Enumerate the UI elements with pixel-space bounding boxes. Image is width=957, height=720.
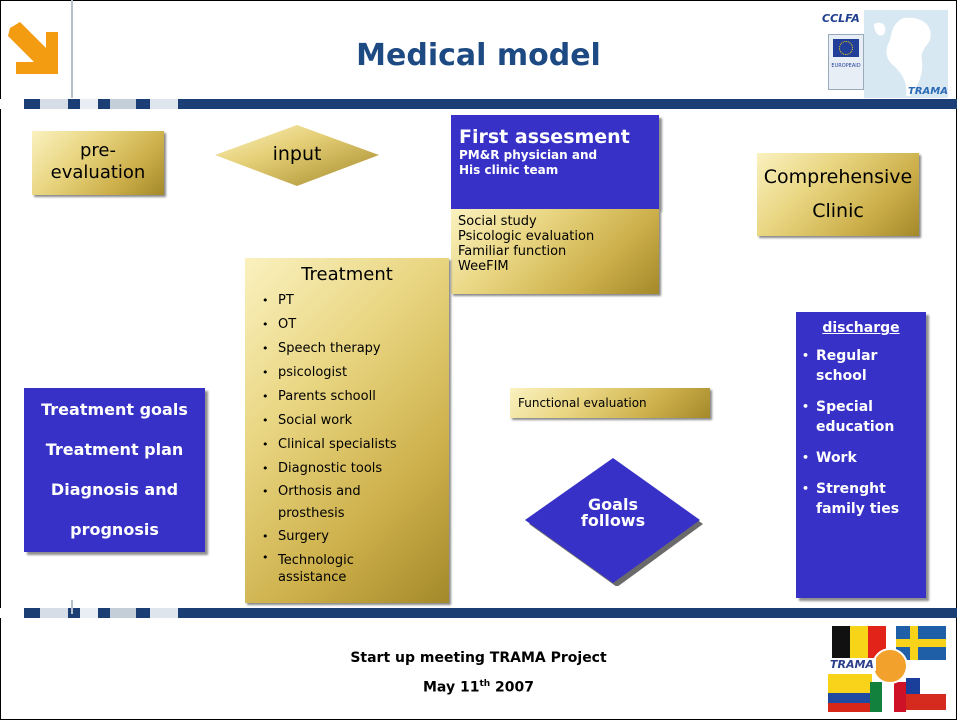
goals-follows-line-2: follows xyxy=(580,511,646,530)
eu-logo: EUROPEAID xyxy=(828,34,864,90)
treatment-item: psicologist xyxy=(262,361,449,385)
discharge-list: Regular school Special education Work St… xyxy=(796,346,926,519)
first-assessment-line-1: PM&R physician and xyxy=(459,148,598,162)
social-item: WeeFIM xyxy=(458,259,509,274)
goals-follows-line-1: Goals xyxy=(588,495,638,514)
mexico-flag-icon xyxy=(870,682,906,712)
chile-flag-icon xyxy=(906,678,946,710)
globe-icon xyxy=(872,648,908,684)
logo-text-cclfa: CCLFA xyxy=(822,12,860,25)
first-assessment-title: First assesment xyxy=(459,126,630,148)
functional-evaluation-box: Functional evaluation xyxy=(510,388,710,418)
treatment-item-line: Technologic xyxy=(278,553,354,568)
goals-line: Diagnosis and xyxy=(50,480,179,499)
treatment-title: Treatment xyxy=(301,264,393,285)
header-divider xyxy=(71,0,73,98)
footer-divider xyxy=(71,600,73,614)
logo-text-europeaid: EUROPEAID xyxy=(831,63,861,69)
discharge-item-line: Regular xyxy=(816,348,878,364)
slide-title: Medical model xyxy=(356,38,601,73)
treatment-item: Clinical specialists xyxy=(262,433,449,457)
treatment-item: PT xyxy=(262,289,449,313)
treatment-box: Treatment PT OT Speech therapy psicologi… xyxy=(245,258,449,603)
first-assessment-line-2: His clinic team xyxy=(459,163,559,177)
discharge-item-line: family ties xyxy=(816,501,900,517)
treatment-item: Social work xyxy=(262,409,449,433)
discharge-title: discharge xyxy=(822,320,900,336)
treatment-item-line: prosthesis xyxy=(278,506,345,521)
discharge-item-line: education xyxy=(816,419,895,435)
footer-date-year: 2007 xyxy=(490,679,534,696)
eu-flag-icon xyxy=(833,39,859,57)
treatment-item: Diagnostic tools xyxy=(262,457,449,481)
input-diamond xyxy=(215,125,379,186)
goals-follows-label: Goals follows xyxy=(522,497,704,529)
discharge-box: discharge Regular school Special educati… xyxy=(796,312,926,598)
treatment-item: Orthosis and prosthesis xyxy=(262,481,449,525)
pre-evaluation-line-1: pre- xyxy=(80,140,116,161)
social-item: Familiar function xyxy=(458,244,567,259)
logo-text-trama: TRAMA xyxy=(908,86,948,97)
treatment-item: Parents schooll xyxy=(262,385,449,409)
input-label: input xyxy=(272,143,322,165)
logo-bottom-text: TRAMA xyxy=(828,658,876,671)
discharge-item: Work xyxy=(802,448,926,468)
americas-map-icon xyxy=(864,10,948,98)
social-evaluation-box: Social study Psicologic evaluation Famil… xyxy=(451,209,659,294)
comprehensive-line-2: Clinic xyxy=(812,200,864,222)
treatment-item: Surgery xyxy=(262,525,449,549)
treatment-item: Speech therapy xyxy=(262,337,449,361)
social-item: Social study xyxy=(458,214,537,229)
discharge-item: Regular school xyxy=(802,346,926,386)
goals-line: Treatment plan xyxy=(45,440,184,459)
treatment-item: OT xyxy=(262,313,449,337)
discharge-item-line: school xyxy=(816,368,867,384)
footer-date-sup: th xyxy=(479,679,491,689)
arrow-down-right-icon xyxy=(8,22,58,74)
footer-line-1: Start up meeting TRAMA Project xyxy=(350,650,607,666)
colombia-flag-icon xyxy=(828,674,872,712)
social-item: Psicologic evaluation xyxy=(458,229,595,244)
pre-evaluation-box: pre- evaluation xyxy=(32,131,164,195)
goals-line: Treatment goals xyxy=(41,400,188,419)
treatment-item-line: assistance xyxy=(278,570,347,585)
top-band xyxy=(0,99,957,109)
first-assessment-box: First assesment PM&R physician and His c… xyxy=(451,115,659,209)
footer-date-main: May 11 xyxy=(423,679,480,696)
goals-follows-diamond xyxy=(525,458,703,586)
treatment-goals-box: Treatment goals Treatment plan Diagnosis… xyxy=(24,388,205,552)
cclfa-trama-logo: CCLFA EUROPEAID TRAMA xyxy=(820,6,948,98)
discharge-item: Special education xyxy=(802,397,926,437)
treatment-list: PT OT Speech therapy psicologist Parents… xyxy=(245,289,449,589)
treatment-item-line: Orthosis and xyxy=(278,484,361,499)
footer-line-2: May 11th 2007 xyxy=(0,679,957,696)
discharge-item-line: Strenght xyxy=(816,481,886,497)
goals-line: prognosis xyxy=(70,520,159,539)
comprehensive-line-1: Comprehensive xyxy=(763,166,913,188)
comprehensive-clinic-box: Comprehensive Clinic xyxy=(757,153,919,236)
trama-flags-logo: TRAMA xyxy=(826,622,948,714)
discharge-item-line: Work xyxy=(816,450,857,466)
bottom-band xyxy=(0,608,957,618)
discharge-item-line: Special xyxy=(816,399,873,415)
treatment-item: Technologic assistance xyxy=(262,549,449,589)
pre-evaluation-line-2: evaluation xyxy=(50,162,146,183)
discharge-item: Strenght family ties xyxy=(802,479,926,519)
